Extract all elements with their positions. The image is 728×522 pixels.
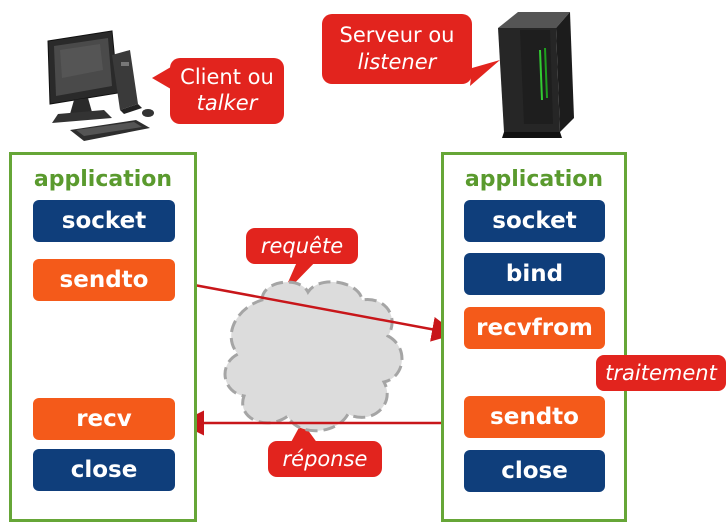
server-bubble: Serveur ou listener: [322, 14, 472, 84]
client-sendto-block: sendto: [33, 259, 175, 301]
server-bubble-tail: [470, 60, 500, 86]
client-socket-block: socket: [33, 200, 175, 242]
server-label: Serveur ou: [339, 23, 455, 47]
client-panel-title: application: [33, 167, 173, 192]
client-role: talker: [196, 91, 258, 115]
network-cloud-icon: [223, 280, 404, 433]
server-role: listener: [357, 50, 437, 74]
server-socket-block: socket: [464, 200, 605, 242]
server-recvfrom-block: recvfrom: [464, 307, 605, 349]
diagram-graphics: [47, 12, 600, 444]
request-arrow: [177, 280, 457, 342]
server-close-block: close: [464, 450, 605, 492]
server-tower-icon: [498, 12, 574, 138]
desktop-computer-icon: [47, 30, 154, 141]
response-bubble-tail: [290, 422, 318, 444]
server-panel-title: application: [464, 167, 604, 192]
response-label: réponse: [268, 441, 382, 477]
client-label: Client ou: [180, 65, 274, 89]
processing-label: traitement: [596, 355, 726, 391]
server-bind-block: bind: [464, 253, 605, 295]
server-sendto-block: sendto: [464, 396, 605, 438]
client-recv-block: recv: [33, 398, 175, 440]
udp-client-server-diagram: Client ou talker Serveur ou listener app…: [9, 12, 726, 522]
client-bubble: Client ou talker: [170, 58, 284, 124]
client-close-block: close: [33, 449, 175, 491]
request-label: requête: [246, 228, 358, 264]
